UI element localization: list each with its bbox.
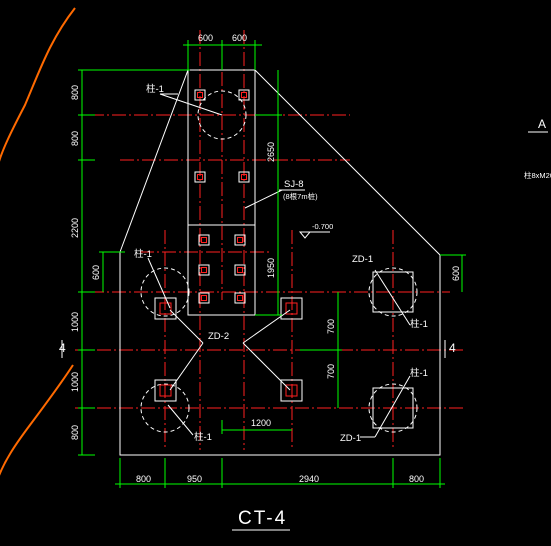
rebar-square	[234, 264, 246, 276]
dim-inner-700-a: 700	[326, 319, 336, 334]
rebar-square	[238, 171, 250, 183]
rebar-square	[194, 89, 206, 101]
dim-top-600-b: 600	[232, 33, 247, 43]
rebar-square	[238, 89, 250, 101]
pile-square-inner	[159, 384, 172, 397]
section-marks	[61, 131, 548, 358]
dimension-lines	[78, 40, 466, 488]
rebar-core	[237, 237, 243, 243]
pile-square	[154, 379, 177, 402]
annotation-curve	[0, 7, 76, 162]
rebar-core	[201, 237, 207, 243]
dim-left-800-c: 800	[70, 425, 80, 440]
pile-square	[372, 271, 414, 313]
drawing-title: CT-4	[238, 508, 287, 529]
label-zd1-upper: ZD-1	[352, 254, 373, 265]
pile-square-inner	[285, 302, 298, 315]
dim-left-1000-a: 1000	[70, 312, 80, 332]
dim-inner-1200: 1200	[251, 418, 271, 428]
dim-left-800-b: 800	[70, 131, 80, 146]
dim-bottom-800-b: 800	[409, 474, 424, 484]
rebar-core	[241, 174, 247, 180]
rebar-core	[201, 295, 207, 301]
label-zd2: ZD-2	[208, 331, 229, 342]
side-note: 柱8xM20	[524, 170, 551, 180]
section-mark-right: 4	[449, 341, 456, 355]
rebar-core	[237, 267, 243, 273]
dim-inner-1950: 1950	[266, 258, 276, 278]
dim-top-600-a: 600	[198, 33, 213, 43]
rebar-square	[234, 234, 246, 246]
dim-left-600: 600	[91, 265, 101, 280]
dim-bottom-950: 950	[187, 474, 202, 484]
dim-right-600: 600	[451, 266, 461, 281]
label-zhu1-right-lower: 柱-1	[410, 367, 428, 379]
dim-inner-2650: 2650	[266, 142, 276, 162]
axis-lines	[75, 30, 465, 450]
label-zhu1-left: 柱-1	[134, 248, 152, 260]
dim-left-800-a: 800	[70, 85, 80, 100]
label-elevation: -0.700	[312, 222, 333, 231]
pile-circle	[368, 383, 418, 433]
leader-lines	[147, 93, 411, 438]
rebar-core	[197, 92, 203, 98]
section-ref: A	[538, 117, 546, 131]
dim-inner-700-b: 700	[326, 364, 336, 379]
pile-circle	[140, 267, 190, 317]
dim-bottom-800-a: 800	[136, 474, 151, 484]
rebar-squares	[194, 89, 250, 304]
pile-square	[372, 387, 414, 429]
elevation-marker	[298, 231, 330, 239]
pile-square	[280, 379, 303, 402]
rebar-square	[234, 292, 246, 304]
pile-square-inner	[285, 384, 298, 397]
rebar-square	[198, 264, 210, 276]
label-zhu1-top: 柱-1	[146, 83, 164, 95]
pile-circle	[140, 383, 190, 433]
rebar-square	[198, 234, 210, 246]
rebar-core	[237, 295, 243, 301]
rebar-core	[197, 174, 203, 180]
pile-cap-outline	[119, 69, 441, 456]
rebar-core	[201, 267, 207, 273]
label-sj8: SJ-8	[284, 179, 304, 190]
annotation-curve-lower	[0, 364, 74, 476]
label-zd1-lower: ZD-1	[340, 433, 361, 444]
pile-circle	[368, 267, 418, 317]
label-sj8-note: (8根7m桩)	[283, 191, 318, 201]
dim-left-2200: 2200	[70, 218, 80, 238]
dim-left-1000-b: 1000	[70, 372, 80, 392]
rebar-core	[241, 92, 247, 98]
rebar-square	[198, 292, 210, 304]
pile-circle	[197, 90, 247, 140]
label-zhu1-right-upper: 柱-1	[410, 318, 428, 330]
pile-square	[280, 297, 303, 320]
rebar-square	[194, 171, 206, 183]
pile-square-inner	[159, 302, 172, 315]
dim-bottom-2940: 2940	[299, 474, 319, 484]
section-mark-left: 4	[59, 341, 66, 355]
label-zhu1-bottom: 柱-1	[194, 431, 212, 443]
